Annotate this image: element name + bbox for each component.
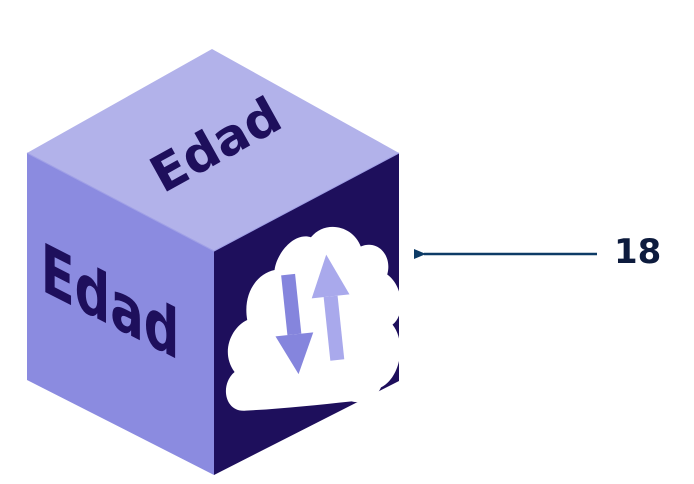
upload-arrow-icon xyxy=(311,254,350,361)
cloud-shape xyxy=(226,226,401,411)
cube-top-face xyxy=(27,49,399,251)
callout-number: 18 xyxy=(614,232,661,272)
cloud-upload-download-icon xyxy=(226,226,401,411)
download-arrow-icon xyxy=(275,273,314,375)
cube-left-face xyxy=(27,153,214,475)
cube-edge xyxy=(26,152,400,252)
